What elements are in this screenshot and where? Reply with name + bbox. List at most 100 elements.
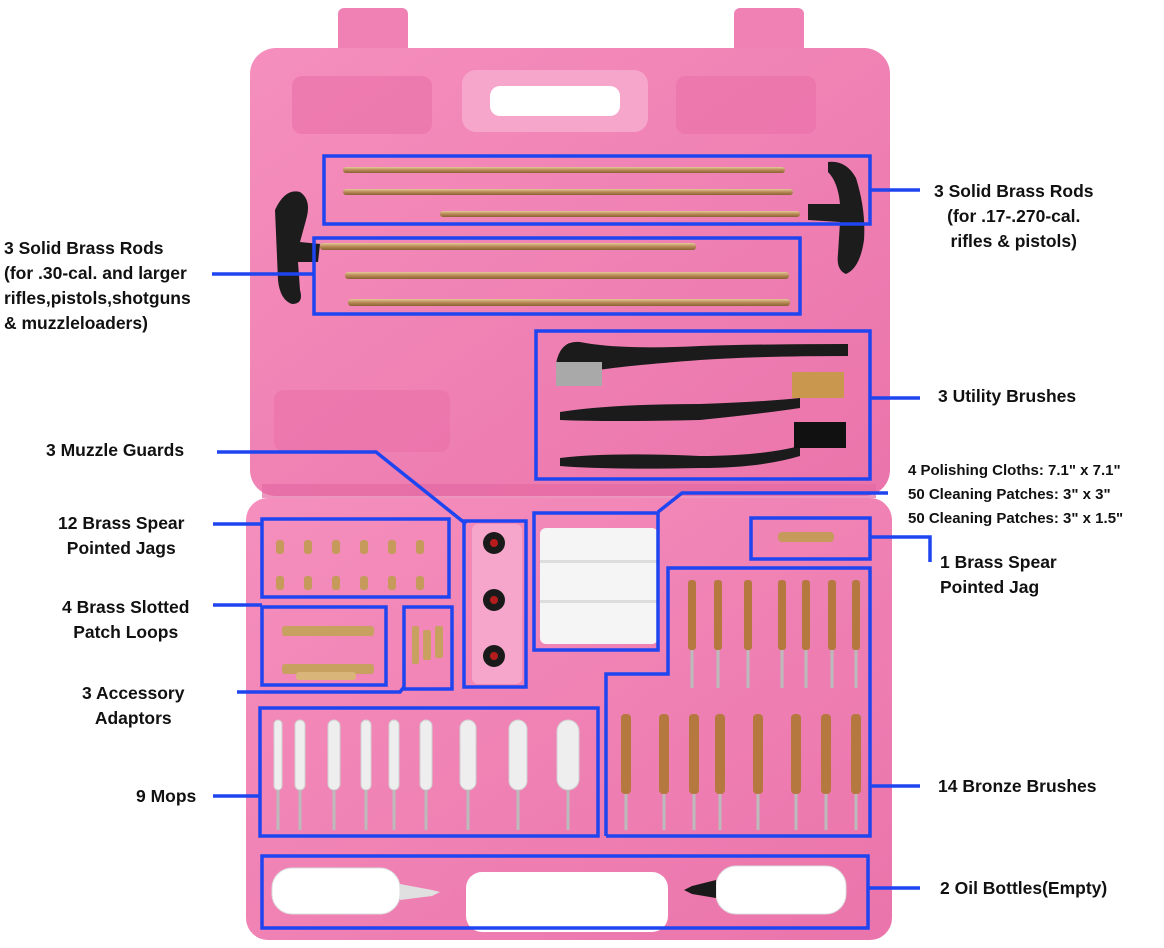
callout-line: 4 Polishing Cloths: 7.1" x 7.1" xyxy=(908,462,1121,479)
box-oil-bottles xyxy=(260,854,870,930)
callout-line: 3 Accessory xyxy=(82,683,185,703)
callout-patch-loops: 4 Brass Slotted Patch Loops xyxy=(62,595,189,645)
callout-cloths-patches: 4 Polishing Cloths: 7.1" x 7.1" 50 Clean… xyxy=(908,459,1123,531)
callout-line: rifles & pistols) xyxy=(950,231,1077,251)
callout-line: 1 Brass Spear xyxy=(940,552,1057,572)
right-latch xyxy=(734,8,804,60)
bronze-brushes xyxy=(621,580,861,830)
callout-line: 4 Brass Slotted xyxy=(62,597,190,617)
spear-jags-12 xyxy=(276,540,424,590)
utility-brushes xyxy=(556,341,848,469)
bronze-brush xyxy=(778,580,786,650)
highlight-overlay xyxy=(212,154,932,930)
bronze-brush xyxy=(688,580,696,650)
bronze-brush xyxy=(659,714,669,794)
callout-spear-jag-1: 1 Brass Spear Pointed Jag xyxy=(940,550,1057,600)
box-adaptors xyxy=(402,605,454,691)
callout-spear-jags-12: 12 Brass Spear Pointed Jags xyxy=(58,511,184,561)
callout-adaptors: 3 Accessory Adaptors xyxy=(82,681,184,731)
spear-jag xyxy=(332,540,340,554)
bronze-brush xyxy=(821,714,831,794)
mop xyxy=(273,719,283,791)
spear-jag xyxy=(388,576,396,590)
callout-muzzle-guards: 3 Muzzle Guards xyxy=(46,438,184,463)
bronze-brush xyxy=(802,580,810,650)
spear-jag xyxy=(276,576,284,590)
box-cloths xyxy=(532,511,660,652)
spear-jag xyxy=(416,540,424,554)
adaptors xyxy=(412,626,443,664)
callout-line: rifles,pistols,shotguns xyxy=(4,288,191,308)
callout-line: Pointed Jags xyxy=(66,538,176,558)
callout-line: 2 Oil Bottles(Empty) xyxy=(940,878,1108,898)
mop xyxy=(327,719,341,791)
callout-line: Patch Loops xyxy=(73,622,179,642)
brass-rods-lower xyxy=(320,243,790,306)
mop xyxy=(388,719,400,791)
mops xyxy=(273,719,580,830)
spear-jag xyxy=(332,576,340,590)
handle-opening xyxy=(490,86,620,116)
callout-line: 12 Brass Spear xyxy=(58,513,185,533)
spear-jag-1 xyxy=(778,532,834,542)
spear-jag xyxy=(304,576,312,590)
callout-line: (for .30-cal. and larger xyxy=(4,263,187,283)
left-latch xyxy=(338,8,408,60)
brass-rods-upper xyxy=(343,167,800,217)
callout-line: 3 Solid Brass Rods xyxy=(934,181,1094,201)
bronze-brush xyxy=(828,580,836,650)
spear-jag xyxy=(388,540,396,554)
lower-handle-opening xyxy=(466,872,668,932)
callout-line: 50 Cleaning Patches: 3" x 1.5" xyxy=(908,510,1124,527)
bronze-brush xyxy=(852,580,860,650)
spear-jag xyxy=(360,576,368,590)
hinge-line xyxy=(262,484,876,498)
callout-rods-large: 3 Solid Brass Rods (for .30-cal. and lar… xyxy=(4,236,191,336)
callout-mops: 9 Mops xyxy=(136,784,196,809)
box-rods-large xyxy=(312,236,802,316)
callout-bronze-brushes: 14 Bronze Brushes xyxy=(938,774,1097,799)
callout-line: 14 Bronze Brushes xyxy=(938,776,1097,796)
callout-oil-bottles: 2 Oil Bottles(Empty) xyxy=(940,876,1107,901)
oil-bottles xyxy=(271,865,847,915)
mop xyxy=(556,719,580,791)
mop xyxy=(419,719,433,791)
bronze-brush xyxy=(753,714,763,794)
spear-jag xyxy=(360,540,368,554)
box-single-jag xyxy=(749,516,872,561)
callout-rods-small: 3 Solid Brass Rods (for .17-.270-cal. ri… xyxy=(934,179,1094,254)
callout-line: 3 Utility Brushes xyxy=(938,386,1077,406)
patch-loops xyxy=(282,626,374,680)
callout-line: (for .17-.270-cal. xyxy=(947,206,1081,226)
callout-line: 9 Mops xyxy=(136,786,197,806)
box-patch-loops xyxy=(260,605,388,687)
spear-jag xyxy=(276,540,284,554)
t-handles xyxy=(275,161,865,304)
box-utility-brushes xyxy=(534,329,872,481)
callout-line: Pointed Jag xyxy=(940,577,1040,597)
mop xyxy=(508,719,528,791)
box-mops xyxy=(258,706,600,838)
mop xyxy=(360,719,372,791)
bronze-brush xyxy=(714,580,722,650)
bronze-brush xyxy=(715,714,725,794)
callout-line: & muzzleloaders) xyxy=(4,313,148,333)
callout-line: Adaptors xyxy=(94,708,172,728)
bronze-brush xyxy=(689,714,699,794)
callout-line: 50 Cleaning Patches: 3" x 3" xyxy=(908,486,1111,503)
bronze-brush xyxy=(621,714,631,794)
box-muzzle-guards xyxy=(462,519,528,689)
bronze-brush xyxy=(744,580,752,650)
callout-utility-brushes: 3 Utility Brushes xyxy=(938,384,1076,409)
bronze-brush xyxy=(851,714,861,794)
bronze-brush xyxy=(791,714,801,794)
spear-jag xyxy=(304,540,312,554)
muzzle-guards xyxy=(472,524,522,684)
polishing-cloths-patches xyxy=(540,528,658,644)
mop xyxy=(459,719,477,791)
callout-line: 3 Solid Brass Rods xyxy=(4,238,164,258)
mop xyxy=(294,719,306,791)
box-spear-jags xyxy=(260,517,451,599)
spear-jag xyxy=(416,576,424,590)
